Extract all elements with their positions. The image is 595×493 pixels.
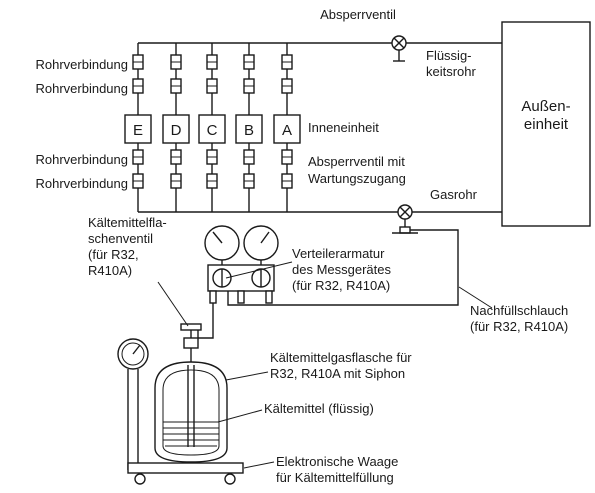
liquid-leader	[217, 409, 263, 423]
label-cylinder-2: R32, R410A mit Siphon	[270, 366, 405, 381]
label-pipe-joint-3: Rohrverbindung	[35, 152, 128, 167]
label-pipe-joint-2: Rohrverbindung	[35, 81, 128, 96]
label-manifold-1: Verteilerarmatur	[292, 246, 385, 261]
label-liquid-pipe-1: Flüssig-	[426, 48, 472, 63]
indoor-unit-e: E	[124, 114, 152, 144]
refrigerant-cylinder-icon	[154, 361, 228, 463]
indoor-unit-e-label: E	[133, 122, 143, 139]
manifold-gauge-icon	[204, 225, 279, 304]
hose-leader	[458, 286, 493, 309]
label-liquid-pipe-2: keitsrohr	[426, 64, 477, 79]
label-service-valve-2: Wartungszugang	[308, 171, 406, 186]
shutoff-valve-icon	[391, 35, 407, 62]
indoor-unit-b: B	[235, 114, 263, 144]
service-valve-icon	[392, 204, 418, 234]
label-shutoff-valve: Absperrventil	[320, 7, 396, 22]
indoor-unit-a-label: A	[282, 122, 292, 139]
outdoor-unit-label-1: Außen-	[521, 98, 570, 115]
label-pipe-joint-1: Rohrverbindung	[35, 57, 128, 72]
label-manifold-3: (für R32, R410A)	[292, 278, 390, 293]
label-service-valve-1: Absperrventil mit	[308, 154, 405, 169]
cylinder-hose	[198, 288, 214, 339]
label-refrigerant-valve-3: (für R32,	[88, 247, 139, 262]
label-charging-hose-2: (für R32, R410A)	[470, 319, 568, 334]
label-refrigerant-valve-4: R410A)	[88, 263, 132, 278]
label-manifold-2: des Messgerätes	[292, 262, 391, 277]
indoor-unit-c-label: C	[207, 122, 218, 139]
label-refrigerant-valve-2: schenventil	[88, 231, 153, 246]
indoor-unit-b-label: B	[244, 122, 254, 139]
indoor-unit-d-label: D	[171, 122, 182, 139]
indoor-unit-d: D	[162, 114, 190, 144]
charging-hose	[227, 229, 459, 306]
label-pipe-joint-4: Rohrverbindung	[35, 176, 128, 191]
outdoor-unit-box	[501, 21, 591, 227]
label-charging-hose-1: Nachfüllschlauch	[470, 303, 568, 318]
label-cylinder-1: Kältemittelgasflasche für	[270, 350, 412, 365]
label-gas-pipe: Gasrohr	[430, 187, 478, 202]
label-refrigerant-valve-1: Kältemittelfla-	[88, 215, 167, 230]
indoor-unit-c: C	[198, 114, 226, 144]
cylinder-valve-leader	[157, 281, 189, 327]
label-indoor-unit: Inneneinheit	[308, 120, 379, 135]
label-refrigerant-liquid: Kältemittel (flüssig)	[264, 401, 374, 416]
indoor-unit-a: A	[273, 114, 301, 144]
outdoor-unit-label-2: einheit	[524, 116, 569, 133]
label-scale-2: für Kältemittelfüllung	[276, 470, 394, 485]
cylinder-leader	[225, 371, 269, 381]
label-scale-1: Elektronische Waage	[276, 454, 398, 469]
electronic-scale-icon	[117, 338, 244, 485]
manifold-leader	[225, 261, 293, 279]
cylinder-valve-icon	[180, 323, 202, 362]
scale-leader	[243, 461, 275, 469]
